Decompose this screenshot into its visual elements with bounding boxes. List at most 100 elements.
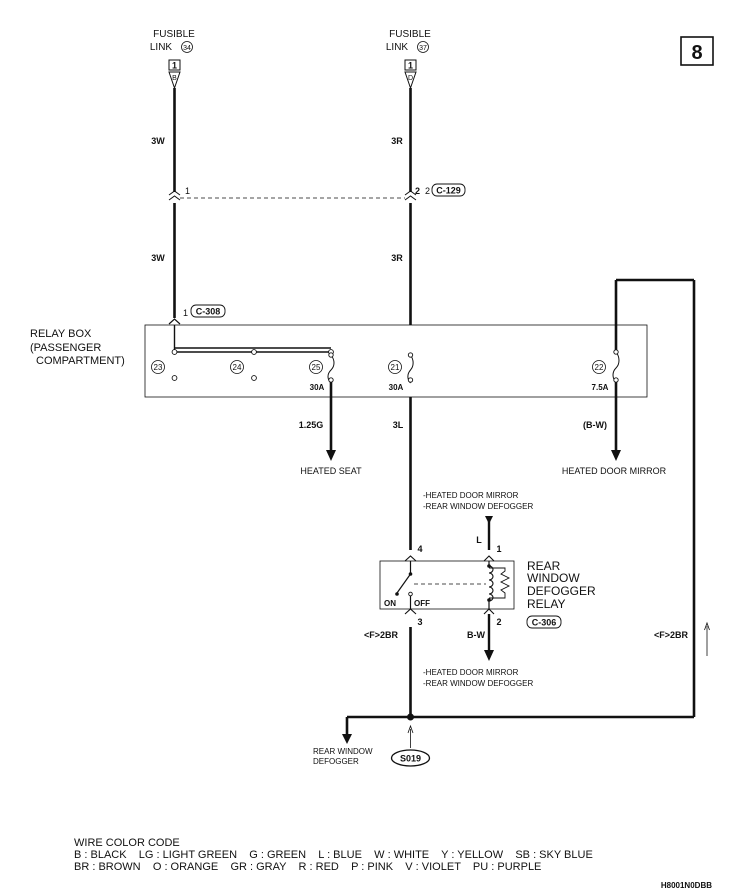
relay-top-note-1: -HEATED DOOR MIRROR (423, 491, 519, 500)
wire-label-3l: 3L (393, 420, 404, 430)
legend-title: WIRE COLOR CODE (74, 837, 180, 849)
legend-line-2: BR : BROWN O : ORANGE GR : GRAY R : RED … (74, 861, 541, 873)
figure-code: H8001N0DBB (661, 881, 712, 889)
relay-bottom-note-1: -HEATED DOOR MIRROR (423, 668, 519, 677)
fusible-link-34-num-circle (181, 41, 193, 53)
fusible-link-37-num-circle (417, 41, 429, 53)
c129-right-chevron-upper (404, 190, 417, 196)
wire-color-legend: WIRE COLOR CODE B : BLACK LG : LIGHT GRE… (74, 837, 593, 873)
relay-box-node-23-low (171, 375, 178, 381)
current-flow-arrow-head (704, 621, 710, 631)
fusible-link-34-pin-triangle (168, 71, 181, 90)
wire-label-heated-seat: 1.25G (299, 420, 324, 430)
terminal-24: 24 (233, 363, 242, 372)
wire-label-l: L (476, 535, 482, 545)
fuse-22-symbol (612, 351, 620, 383)
fuse-21-bottom-node (407, 377, 414, 383)
wire-label-3r-top: 3R (391, 136, 403, 146)
wire-label-mirror: (B-W) (583, 420, 607, 430)
wire-bw-arrow (484, 650, 494, 661)
fusible-link-37-title: FUSIBLE (389, 29, 431, 40)
relay-on-contact (395, 592, 399, 596)
defogger-out-arrow (342, 734, 352, 744)
page-number-box (680, 36, 714, 66)
c129-left-chevron-upper (168, 190, 181, 196)
ground-junction-dot (407, 713, 414, 721)
terminal-25: 25 (312, 363, 321, 372)
wire-label-2br-right: <F>2BR (654, 630, 689, 640)
fusible-link-34-terminal-box (168, 59, 181, 71)
c129-right-chevron-lower (404, 195, 417, 201)
relay-box-outputs: 1.25G HEATED SEAT 3L (B-W) HEATED DOOR M… (299, 382, 667, 476)
fusible-link-37-num: 37 (419, 45, 427, 52)
relay-box-subtitle-1: (PASSENGER (30, 342, 101, 354)
terminal-21-circle (388, 360, 402, 374)
fuse-25-rating: 30A (310, 383, 325, 392)
fusible-link-34-terminal: 1 (172, 61, 177, 71)
fuse-22-top-node (613, 349, 619, 355)
fuse-22-rating: 7.5A (592, 383, 609, 392)
bus-node-b (251, 349, 257, 355)
relay-pin-1: 1 (496, 544, 501, 554)
ground-path: <F>2BR REAR WINDOW DEFOGGER S019 (313, 621, 710, 767)
relay-resistor (489, 567, 511, 599)
c129-code-box (431, 183, 466, 197)
heated-seat-label: HEATED SEAT (300, 466, 362, 476)
relay-title-2: WINDOW (527, 571, 580, 585)
wire-label-bw: B-W (467, 630, 485, 640)
fusible-link-34-num: 34 (183, 45, 191, 52)
wire-label-3w-top: 3W (151, 136, 165, 146)
c129-pin-right-code: 2 (425, 186, 430, 196)
relay-pin-3: 3 (417, 617, 422, 627)
defogger-relay: -HEATED DOOR MIRROR -REAR WINDOW DEFOGGE… (364, 491, 596, 688)
c129-code: C-129 (436, 186, 461, 196)
terminal-23-circle (151, 360, 165, 374)
relay-title-1: REAR (527, 559, 561, 573)
relay-off-contact (408, 591, 413, 597)
fusible-link-34-title: FUSIBLE (153, 29, 195, 40)
main-wires (173, 88, 696, 736)
connector-c308: 1 C-308 (168, 304, 226, 325)
fusible-link-37-label: LINK (386, 42, 409, 53)
c308-code-box (190, 304, 226, 318)
fuse-25-top-node (328, 352, 334, 358)
c308-pin: 1 (183, 308, 188, 318)
relay-on-label: ON (384, 599, 396, 608)
relay-coil (488, 565, 494, 602)
relay-top-note-2: -REAR WINDOW DEFOGGER (423, 502, 533, 511)
fusible-link-34: FUSIBLE LINK 34 1 B (150, 29, 195, 90)
relay-coil-node-bottom (487, 598, 491, 602)
wire-label-2br-left: <F>2BR (364, 630, 399, 640)
relay-outline (379, 560, 515, 610)
ground-destination-2: DEFOGGER (313, 757, 359, 766)
c129-left-chevron-lower (168, 195, 181, 201)
fusible-link-37-pin: D (408, 75, 413, 82)
wire-label-3r-bottom: 3R (391, 253, 403, 263)
terminal-21: 21 (391, 363, 400, 372)
relay-pin-1-chevron (483, 555, 495, 562)
fuse-21-rating: 30A (389, 383, 404, 392)
wire-label-3w-bottom: 3W (151, 253, 165, 263)
relay-pin-4: 4 (417, 544, 422, 554)
wire-l-in-arrow (485, 516, 493, 524)
legend-line-1: B : BLACK LG : LIGHT GREEN G : GREEN L :… (74, 849, 593, 861)
fusible-link-37: FUSIBLE LINK 37 1 D (386, 29, 431, 90)
terminal-22-circle (592, 360, 606, 374)
c129-pin-left: 1 (185, 186, 190, 196)
fuse-22-bottom-node (613, 377, 619, 383)
bus-node-a (171, 349, 178, 355)
relay-pin-4-chevron (404, 555, 417, 562)
relay-box-subtitle-2: COMPARTMENT) (36, 355, 125, 367)
relay-box-node-24-low (251, 375, 257, 381)
fuse-25-bottom-node (328, 377, 334, 383)
fusible-link-34-pin: B (172, 75, 177, 82)
terminal-25-circle (309, 360, 323, 374)
splice-s019-outline (390, 749, 431, 767)
relay-title-4: RELAY (527, 597, 565, 611)
terminal-24-circle (230, 360, 244, 374)
connector-c129: 1 2 2 C-129 (168, 183, 466, 201)
fusible-link-37-terminal-box (404, 59, 417, 71)
terminal-23: 23 (154, 363, 163, 372)
heated-mirror-label: HEATED DOOR MIRROR (562, 466, 667, 476)
